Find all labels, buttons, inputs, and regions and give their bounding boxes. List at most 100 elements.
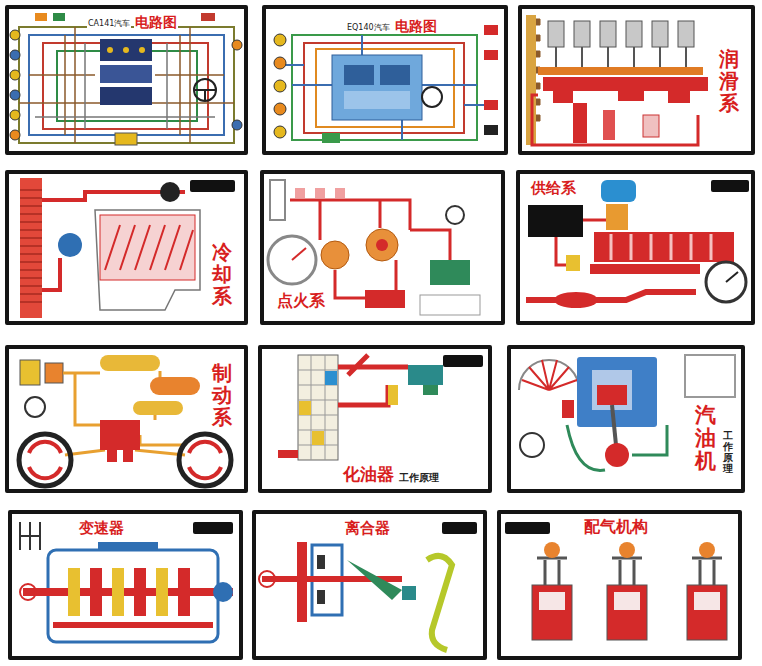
panel-title: 供给系 — [530, 180, 577, 197]
carburettor-illustration-part — [278, 450, 298, 458]
wiring-diagram-part — [282, 35, 492, 140]
wiring-diagram-part — [10, 70, 20, 80]
fuel-illustration-part — [726, 272, 738, 282]
engine-illustration-part — [522, 360, 577, 390]
panel-title: 工作原理 — [398, 472, 440, 484]
clutch-illustration-part — [427, 556, 452, 650]
valve-train-illustration-part — [497, 510, 742, 660]
ignition-illustration-part — [335, 188, 345, 198]
valve-train-illustration-part — [607, 585, 647, 640]
clutch-illustration-part — [317, 555, 325, 569]
valve-train-illustration-part — [537, 558, 567, 585]
cooling-illustration-part — [20, 190, 42, 302]
wiring-diagram-part — [139, 47, 145, 53]
carburettor-illustration-part — [312, 431, 324, 445]
display-panel: 制动系 — [5, 345, 248, 493]
lubrication-illustration-part — [643, 115, 659, 137]
wiring-diagram-part — [304, 43, 464, 133]
wiring-diagram-part — [316, 49, 454, 127]
engine-illustration-part — [567, 425, 667, 470]
gearbox-illustration-part — [68, 568, 80, 616]
engine-illustration-part — [507, 345, 745, 493]
wiring-diagram-part — [5, 5, 248, 155]
wiring-diagram-part — [322, 133, 340, 143]
display-panel: 供给系 — [516, 170, 755, 325]
panel-title: EQ140汽车 — [346, 23, 391, 32]
panel-title: 冷却系 — [212, 240, 232, 308]
carburettor-illustration-part — [298, 355, 338, 460]
panel-title: 电路图 — [394, 18, 438, 34]
ignition-illustration-part — [268, 236, 316, 284]
fuel-illustration-part — [590, 264, 700, 274]
carburettor-illustration-part — [423, 385, 438, 395]
valve-train-illustration-part — [612, 558, 642, 585]
brake-illustration-part — [45, 363, 63, 383]
display-panel: 化油器工作原理 — [258, 345, 492, 493]
engine-illustration-part — [562, 400, 574, 418]
ignition-illustration-part — [366, 229, 398, 261]
lubrication-illustration-part — [652, 21, 668, 47]
panel-title: 离合器 — [344, 520, 391, 537]
engine-illustration-part — [597, 385, 627, 405]
clutch-illustration-part — [442, 522, 477, 534]
gearbox-illustration-part — [20, 584, 36, 600]
valve-train-illustration-part — [539, 592, 565, 610]
panel-title: 配气机构 — [583, 518, 649, 536]
wiring-diagram — [5, 5, 248, 155]
cooling-illustration — [5, 170, 248, 325]
carburettor-illustration-part — [258, 345, 492, 493]
wiring-diagram-part — [232, 40, 242, 50]
wiring-diagram-part — [10, 90, 20, 100]
wiring-diagram-part — [194, 90, 216, 101]
fuel-illustration-part — [528, 205, 583, 237]
valve-train-illustration-part — [692, 558, 722, 585]
wiring-diagram-part — [262, 5, 508, 155]
engine-illustration-part — [519, 360, 579, 390]
valve-train-illustration — [497, 510, 742, 660]
engine-illustration-part — [605, 443, 629, 467]
wiring-diagram-part — [115, 133, 137, 145]
valve-train-illustration-part — [544, 542, 560, 558]
brake-illustration-part — [19, 434, 71, 486]
ignition-illustration-part — [430, 260, 470, 285]
wiring-diagram-part — [19, 27, 234, 143]
carburettor-illustration-part — [298, 355, 338, 460]
brake-illustration-part — [20, 360, 40, 385]
lubrication-illustration-part — [556, 47, 686, 67]
brake-illustration-part — [100, 420, 140, 450]
cooling-illustration-part — [190, 180, 235, 192]
gearbox-illustration-part — [90, 568, 102, 616]
engine-illustration-part — [592, 370, 632, 410]
display-panel: 配气机构 — [497, 510, 742, 660]
brake-illustration-part — [29, 442, 61, 479]
wiring-diagram-part — [274, 57, 286, 69]
wiring-diagram-part — [380, 65, 410, 85]
gearbox-illustration — [8, 510, 243, 660]
lubrication-illustration — [518, 5, 755, 155]
wiring-diagram-part — [484, 50, 498, 60]
carburettor-illustration-part — [338, 355, 408, 405]
carburettor-illustration — [258, 345, 492, 493]
clutch-illustration-part — [402, 586, 416, 600]
carburettor-illustration-part — [408, 365, 443, 385]
ignition-illustration-part — [270, 180, 285, 220]
engine-illustration-part — [520, 433, 544, 457]
cooling-illustration-part — [20, 178, 42, 318]
lubrication-illustration-part — [518, 5, 755, 155]
lubrication-illustration-part — [618, 91, 644, 101]
valve-train-illustration-part — [699, 542, 715, 558]
brake-illustration-part — [5, 345, 248, 493]
wiring-diagram-part — [123, 47, 129, 53]
wiring-diagram-part — [107, 47, 113, 53]
wiring-diagram-part — [10, 130, 20, 140]
wiring-diagram-part — [484, 100, 498, 110]
brake-illustration-part — [133, 401, 183, 415]
lubrication-illustration-part — [538, 67, 703, 75]
panel-title: 电路图 — [134, 14, 178, 30]
carburettor-illustration-part — [443, 355, 483, 367]
wiring-diagram-part — [100, 65, 152, 83]
display-panel: 离合器 — [252, 510, 487, 660]
wiring-diagram-part — [100, 39, 152, 61]
engine-illustration — [507, 345, 745, 493]
